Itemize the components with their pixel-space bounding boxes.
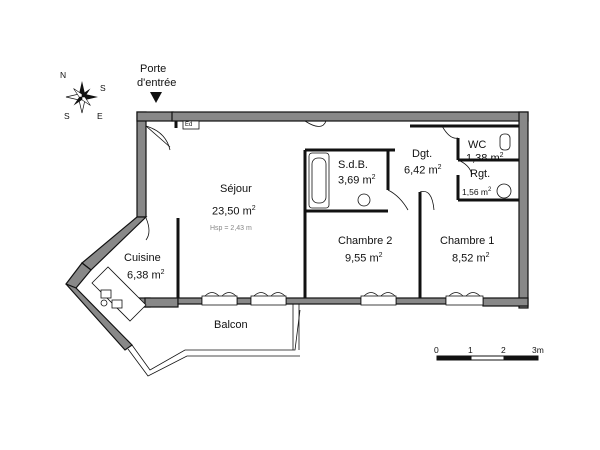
electric-panel-label: Ed — [185, 122, 193, 128]
scale-label-2: 2 — [501, 345, 506, 355]
sdb-area: 3,69 m2 — [338, 174, 376, 187]
windows — [201, 292, 484, 306]
entrance-arrow-icon — [150, 92, 162, 103]
compass-north-label: N — [60, 70, 67, 80]
chambre2-area: 9,55 m2 — [345, 252, 383, 265]
compass-east-label: E — [97, 111, 103, 121]
rgt-area: 1,56 m2 — [462, 186, 492, 197]
exterior-walls — [65, 111, 529, 351]
wc-name: WC — [468, 139, 487, 151]
compass-south-left-label: S — [64, 111, 70, 121]
scale-label-1: 1 — [468, 345, 473, 355]
chambre1-area: 8,52 m2 — [452, 252, 490, 265]
dgt-name: Dgt. — [412, 148, 433, 160]
compass-west-label: S — [100, 83, 106, 93]
dgt-area: 6,42 m2 — [404, 164, 442, 177]
compass-rose — [65, 81, 98, 114]
chambre2-name: Chambre 2 — [338, 235, 393, 247]
bathroom-fixtures — [308, 133, 512, 209]
sejour-name: Séjour — [220, 183, 252, 195]
kitchen-counter — [91, 266, 147, 322]
entrance-label-line2: d'entrée — [137, 77, 177, 89]
balcony-railing — [127, 304, 301, 377]
interior-walls — [174, 121, 519, 298]
cuisine-area: 6,38 m2 — [127, 269, 165, 282]
doors — [145, 120, 473, 241]
scale-label-0: 0 — [434, 345, 439, 355]
balcon-name: Balcon — [214, 319, 248, 331]
chambre1-name: Chambre 1 — [440, 235, 495, 247]
wc-area: 1,38 m2 — [466, 152, 504, 165]
electric-panel-box — [182, 120, 200, 130]
sejour-area: 23,50 m2 — [212, 205, 256, 218]
sejour-ceiling-height: Hsp = 2,43 m — [210, 225, 252, 232]
entrance-label-line1: Porte — [140, 63, 167, 75]
cuisine-name: Cuisine — [124, 252, 161, 264]
sdb-name: S.d.B. — [338, 159, 368, 171]
rgt-name: Rgt. — [470, 168, 491, 180]
scale-bar — [436, 355, 539, 361]
scale-label-3m: 3m — [532, 345, 544, 355]
